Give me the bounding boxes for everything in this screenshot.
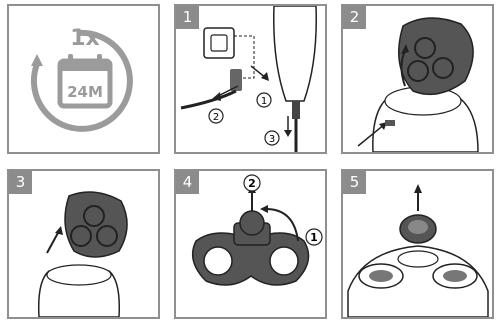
callout-3: 3: [269, 134, 275, 145]
calendar-ring-right: [97, 54, 102, 66]
callout-2: 2: [248, 177, 256, 190]
arrowhead-rotate: [260, 205, 268, 213]
cutter-center-hub: [408, 220, 428, 234]
calendar-ring-left: [68, 54, 73, 66]
callout-1: 1: [310, 231, 318, 244]
cutter-slot-right: [270, 247, 298, 275]
callout-2: 2: [213, 112, 219, 123]
cutter-slot-left: [204, 247, 232, 275]
step-badge: 4: [176, 171, 199, 194]
calendar-header: [60, 61, 110, 71]
panel-step-4: 2 1 4: [174, 169, 327, 319]
panel-interval: 1x 24M: [7, 4, 160, 154]
frequency-label: 1x: [70, 26, 100, 51]
panel-step-2: 2: [341, 4, 494, 154]
step-badge: 3: [9, 171, 32, 194]
shaver-body: [274, 6, 317, 101]
arrowhead-up: [414, 184, 422, 193]
interval-illustration: 1x 24M: [9, 6, 158, 152]
panel-step-5: 5: [341, 169, 494, 319]
holder-unit: [65, 192, 127, 257]
power-cord: [181, 91, 236, 108]
holder-unit: [399, 18, 473, 94]
cutter-left: [369, 270, 393, 282]
cycle-arrowhead-icon: [31, 54, 43, 66]
panel-step-3: 3: [7, 169, 160, 319]
step-badge: 5: [343, 171, 366, 194]
arrowhead-remove: [55, 226, 63, 235]
step-badge: 2: [343, 6, 366, 29]
panel-step-1: 1 2 3 1: [174, 4, 327, 154]
callout-1: 1: [261, 96, 267, 107]
interval-label: 24M: [67, 83, 103, 101]
arrowhead-pull: [261, 72, 269, 81]
cutter-slot-center: [398, 251, 438, 267]
step-badge: 1: [176, 6, 199, 29]
retaining-ring-top: [240, 211, 264, 235]
cutter-right: [443, 270, 467, 282]
release-button: [385, 120, 395, 126]
shaver-head-rim: [47, 265, 111, 285]
arrowhead-down: [284, 130, 292, 137]
wall-socket: [204, 28, 234, 58]
arrow-remove: [47, 231, 59, 253]
shaver-plug: [292, 101, 300, 119]
